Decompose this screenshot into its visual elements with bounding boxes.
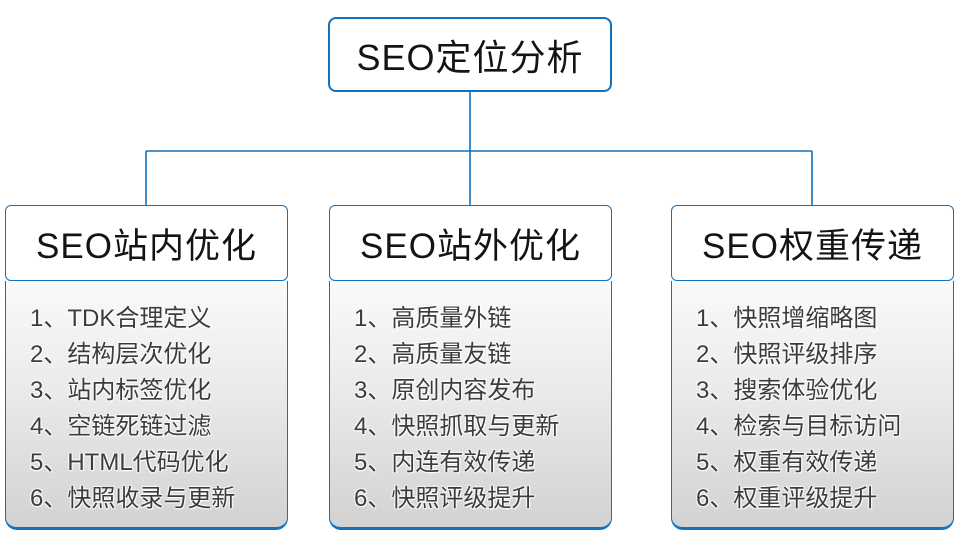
root-node: SEO定位分析 <box>328 17 612 92</box>
list-item: 5、HTML代码优化 <box>30 449 229 476</box>
list-item: 6、快照收录与更新 <box>30 485 236 512</box>
list-item: 2、结构层次优化 <box>30 341 212 368</box>
list-item: 2、高质量友链 <box>354 341 512 368</box>
list-item: 5、权重有效传递 <box>696 449 878 476</box>
branch-title: SEO权重传递 <box>702 226 923 266</box>
branch-list-offsite: 1、高质量外链 2、高质量友链 3、原创内容发布 4、快照抓取与更新 5、内连有… <box>329 281 612 530</box>
list-item: 1、高质量外链 <box>354 305 512 332</box>
branch-header-offsite: SEO站外优化 <box>329 205 612 281</box>
list-item: 1、快照增缩略图 <box>696 305 878 332</box>
list-item: 4、快照抓取与更新 <box>354 413 560 440</box>
branch-onsite-optimization: SEO站内优化 1、TDK合理定义 2、结构层次优化 3、站内标签优化 4、空链… <box>5 205 288 530</box>
branch-header-onsite: SEO站内优化 <box>5 205 288 281</box>
branch-weight-transfer: SEO权重传递 1、快照增缩略图 2、快照评级排序 3、搜索体验优化 4、检索与… <box>671 205 954 530</box>
branch-offsite-optimization: SEO站外优化 1、高质量外链 2、高质量友链 3、原创内容发布 4、快照抓取与… <box>329 205 612 530</box>
branch-list-onsite: 1、TDK合理定义 2、结构层次优化 3、站内标签优化 4、空链死链过滤 5、H… <box>5 281 288 530</box>
branch-title: SEO站外优化 <box>360 226 581 266</box>
list-item: 3、站内标签优化 <box>30 377 212 404</box>
branch-header-weight: SEO权重传递 <box>671 205 954 281</box>
list-item: 3、原创内容发布 <box>354 377 536 404</box>
branch-list-weight: 1、快照增缩略图 2、快照评级排序 3、搜索体验优化 4、检索与目标访问 5、权… <box>671 281 954 530</box>
list-item: 6、快照评级提升 <box>354 485 536 512</box>
list-item: 6、权重评级提升 <box>696 485 878 512</box>
list-item: 3、搜索体验优化 <box>696 377 878 404</box>
list-item: 4、空链死链过滤 <box>30 413 212 440</box>
list-item: 2、快照评级排序 <box>696 341 878 368</box>
branch-title: SEO站内优化 <box>36 226 257 266</box>
root-node-label: SEO定位分析 <box>356 36 584 78</box>
list-item: 4、检索与目标访问 <box>696 413 902 440</box>
list-item: 1、TDK合理定义 <box>30 305 212 332</box>
list-item: 5、内连有效传递 <box>354 449 536 476</box>
